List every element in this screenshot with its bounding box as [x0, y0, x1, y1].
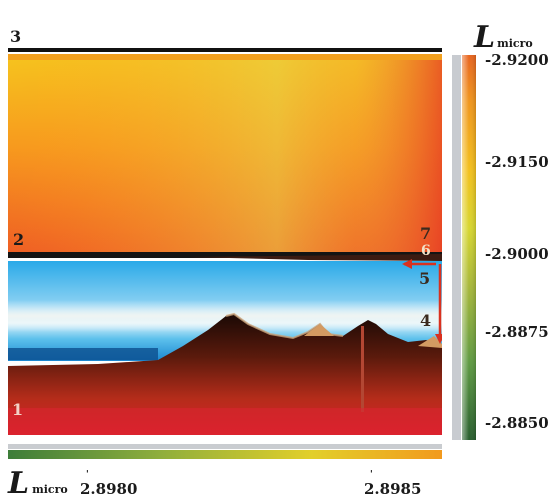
water-strip — [8, 348, 158, 360]
colorbar-tick-label: 2.8875 — [491, 323, 549, 341]
xaxis-tick-0: 2.8980 — [80, 480, 138, 498]
colorbar-tick-label: 2.9150 — [491, 153, 549, 171]
region-label-3: 3 — [10, 27, 22, 46]
boundary-wedge — [188, 254, 442, 261]
region-label-1: 1 — [12, 400, 24, 419]
xaxis-tick-1: 2.8985 — [364, 480, 422, 498]
colorbar-tick-label: 2.9200 — [491, 51, 549, 69]
colorbar-tick-2: -2.9000 — [485, 247, 549, 262]
arrow-horizontal-head — [402, 259, 412, 269]
point-label-4: 4 — [420, 311, 432, 330]
xaxis-tick-mark-1: ' — [370, 470, 373, 480]
bottom-scale-gray — [8, 444, 442, 449]
colorbar-tick-label: 2.8850 — [491, 414, 549, 432]
colorbar-tick-mark: - — [485, 245, 492, 263]
colorbar — [452, 55, 476, 440]
colorbar-tick-1: -2.9150 — [485, 155, 549, 170]
xaxis-tick-mark-0: ' — [86, 470, 89, 480]
mountain-range — [8, 314, 442, 435]
colorbar-tick-mark: - — [485, 51, 492, 69]
upper-region-tint — [8, 60, 442, 252]
xaxis-symbol: L — [8, 466, 30, 501]
xaxis-subscript: micro — [32, 483, 68, 496]
colorbar-tick-label: 2.9000 — [491, 245, 549, 263]
colorbar-tick-3: -2.8875 — [485, 325, 549, 340]
colorbar-gray-strip — [452, 55, 461, 440]
colorbar-tick-0: -2.9200 — [485, 53, 549, 68]
colorbar-symbol: L — [474, 20, 496, 55]
point-label-7: 7 — [420, 224, 432, 243]
colorbar-subscript: micro — [497, 37, 533, 50]
colorbar-tick-mark: - — [485, 153, 492, 171]
right-peak — [418, 336, 442, 348]
top-boundary-line — [8, 48, 442, 52]
vertical-stem — [361, 326, 364, 412]
colorbar-tick-mark: - — [485, 414, 492, 432]
bottom-scale-gradient — [8, 450, 442, 459]
colorbar-sheen — [462, 55, 476, 440]
point-label-5: 5 — [419, 269, 431, 288]
ground-glow — [8, 408, 442, 435]
top-thin-orange-band — [8, 54, 442, 60]
colorbar-tick-mark: - — [485, 323, 492, 341]
point-label-6: 6 — [421, 243, 431, 259]
middle-boundary-line — [8, 252, 442, 258]
diagram-panel — [8, 48, 442, 435]
colorbar-tick-4: -2.8850 — [485, 416, 549, 431]
small-peak — [304, 324, 334, 336]
region-label-2: 2 — [13, 230, 25, 249]
arrow-vertical-head — [435, 334, 442, 344]
